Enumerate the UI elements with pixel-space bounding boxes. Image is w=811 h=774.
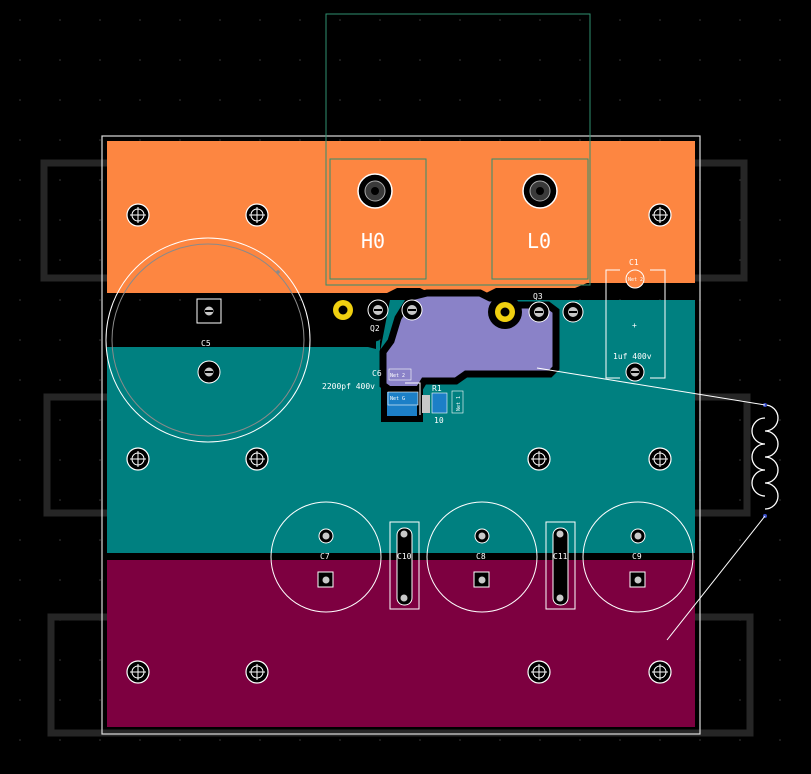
r1-pad-net-label: Net 1 [456, 396, 462, 411]
mounting-hole[interactable] [527, 447, 551, 471]
capacitor-c11[interactable] [545, 521, 576, 610]
r1-ref-label: R1 [432, 384, 442, 393]
terminal-l0-fab-outline [491, 158, 589, 280]
gate-pad[interactable] [387, 391, 419, 406]
board-edge-outline [101, 135, 701, 735]
terminal-l0-label: L0 [527, 229, 551, 253]
r1-body[interactable] [431, 392, 448, 414]
c6-ref-label: C6 [372, 369, 382, 378]
mounting-hole[interactable] [126, 447, 150, 471]
r1-pad-left[interactable] [422, 395, 430, 413]
mounting-hole[interactable] [648, 447, 672, 471]
c8-ref-label: C8 [476, 552, 486, 561]
ratsnest-line-upper [536, 367, 766, 406]
c9-ref-label: C9 [632, 552, 642, 561]
capacitor-c10[interactable] [389, 521, 420, 610]
ratsnest-line-lower [666, 515, 766, 641]
copper-zone-bottom[interactable] [107, 560, 695, 727]
capacitor-c9[interactable] [582, 501, 694, 613]
c5-ref-label: C5 [201, 339, 211, 348]
terminal-h0-screw[interactable] [357, 173, 393, 209]
terminal-h0-fab-outline [329, 158, 427, 280]
c11-ref-label: C11 [553, 552, 568, 561]
mounting-hole[interactable] [126, 203, 150, 227]
c7-ref-label: C7 [320, 552, 330, 561]
capacitor-c8[interactable] [426, 501, 538, 613]
capacitor-c1[interactable] [605, 269, 666, 382]
capacitor-c7[interactable] [270, 501, 382, 613]
capacitor-c5[interactable] [105, 237, 311, 443]
zone-clearance-left [107, 332, 376, 349]
r1-value-label: 10 [434, 416, 444, 425]
terminal-block-fab-outline [325, 13, 591, 286]
c1-polarity-mark: + [632, 321, 637, 330]
mounting-holes [126, 203, 672, 684]
mounting-hole[interactable] [245, 660, 269, 684]
q3-ref-label: Q3 [533, 292, 543, 301]
mosfet-q2[interactable] [326, 293, 423, 327]
mounting-hole[interactable] [648, 660, 672, 684]
mounting-hole[interactable] [245, 203, 269, 227]
gate-pad-net-label: Net G [390, 396, 405, 402]
r1-pad-right[interactable] [451, 390, 464, 414]
terminal-l0-screw[interactable] [522, 173, 558, 209]
c6-pad-net-label: Net 2 [390, 373, 405, 379]
c10-ref-label: C10 [397, 552, 412, 561]
c1-pad-net-label: Net 2 [628, 277, 643, 283]
mounting-hole[interactable] [527, 660, 551, 684]
c6-value-label: 2200pf 400v [322, 382, 375, 391]
copper-zones [107, 141, 695, 727]
mosfet-q3[interactable] [488, 295, 584, 329]
mounting-hole[interactable] [126, 660, 150, 684]
c6-silk-outline [405, 382, 421, 415]
inductor-coil[interactable] [751, 403, 779, 518]
mounting-hole[interactable] [245, 447, 269, 471]
c6-pad[interactable] [388, 368, 412, 381]
c1-value-label: 1uf 400v [613, 352, 652, 361]
mounting-hole[interactable] [648, 203, 672, 227]
c1-ref-label: C1 [629, 258, 639, 267]
q2-ref-label: Q2 [370, 324, 380, 333]
terminal-h0-label: H0 [361, 229, 385, 253]
c5-pad-square[interactable] [196, 298, 222, 324]
